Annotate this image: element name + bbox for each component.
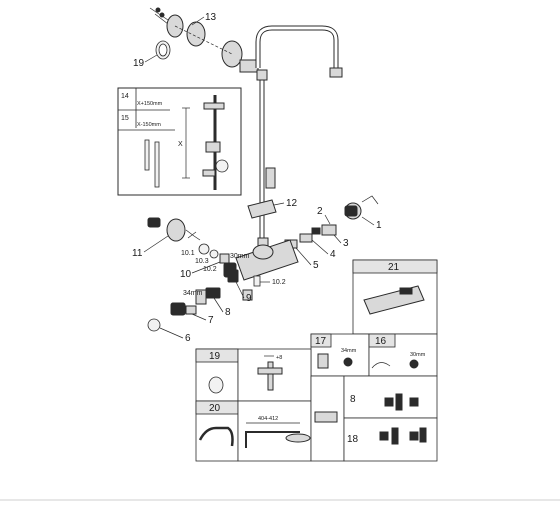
cell-17-dim: 34mm [341, 348, 357, 354]
part-label-13: 13 [205, 12, 217, 23]
cell-17-label: 17 [315, 336, 327, 347]
cell-extension [237, 348, 312, 402]
part-label-1: 1 [376, 220, 382, 231]
part-label-10-1: 10.1 [181, 250, 195, 257]
part-label-10-2: 10.2 [203, 266, 217, 273]
cell-16-wrench-icon [371, 362, 391, 369]
part-label-10: 10 [180, 269, 192, 280]
cell-8-label: 8 [350, 394, 356, 405]
cell-16-label: 16 [375, 336, 387, 347]
part-label-2: 2 [317, 206, 323, 217]
cell-17-cartridge-icon [317, 353, 329, 369]
cell-arm-length-dim: 404-412 [258, 416, 278, 422]
cell-8 [343, 375, 438, 419]
part-label-3: 3 [343, 238, 349, 249]
left-inlet-parts [147, 217, 253, 332]
dim-34mm-valve: 34mm [183, 290, 203, 297]
inset-part-15: 15 [121, 115, 129, 122]
part-label-4: 4 [330, 249, 336, 260]
part-label-19: 19 [133, 58, 145, 69]
inset-range-15: X-150mm [137, 122, 161, 128]
cell-extension-pipe-icon [314, 411, 338, 423]
cell-19-ring-icon [208, 376, 224, 394]
part-label-11: 11 [132, 248, 143, 259]
part-label-7: 7 [208, 315, 214, 326]
part-19-ring [155, 40, 171, 60]
right-inlet-parts [284, 195, 379, 249]
part-label-8: 8 [225, 307, 231, 318]
cell-extension-dim: +8 [276, 355, 282, 361]
part-label-10-2b: 10.2 [272, 279, 286, 286]
inset-x-dimension: X [178, 141, 183, 148]
part-label-9: 9 [246, 293, 252, 304]
cell-16-dim: 30mm [410, 352, 426, 358]
height-extension-inset: 14 X+150mm 15 X-150mm X [117, 87, 242, 196]
riser-pipe [247, 25, 343, 251]
spare-parts-table: 21 17 34mm 16 30mm 19 +8 20 404-412 [195, 259, 438, 462]
inset-part-14: 14 [121, 93, 129, 100]
dim-30mm-valve: 30mm [230, 253, 250, 260]
cell-18-label: 18 [347, 434, 359, 445]
part-label-5: 5 [313, 260, 319, 271]
cell-21-label: 21 [388, 262, 400, 273]
wall-bracket-assembly [149, 7, 259, 73]
cell-20-arm-icon [198, 426, 234, 447]
part-label-10-3: 10.3 [195, 258, 209, 265]
cell-19-label: 19 [209, 351, 221, 362]
cell-20-label: 20 [209, 403, 221, 414]
inset-range-14: X+150mm [137, 101, 163, 107]
part-label-6: 6 [185, 333, 191, 344]
part-label-12: 12 [286, 198, 298, 209]
